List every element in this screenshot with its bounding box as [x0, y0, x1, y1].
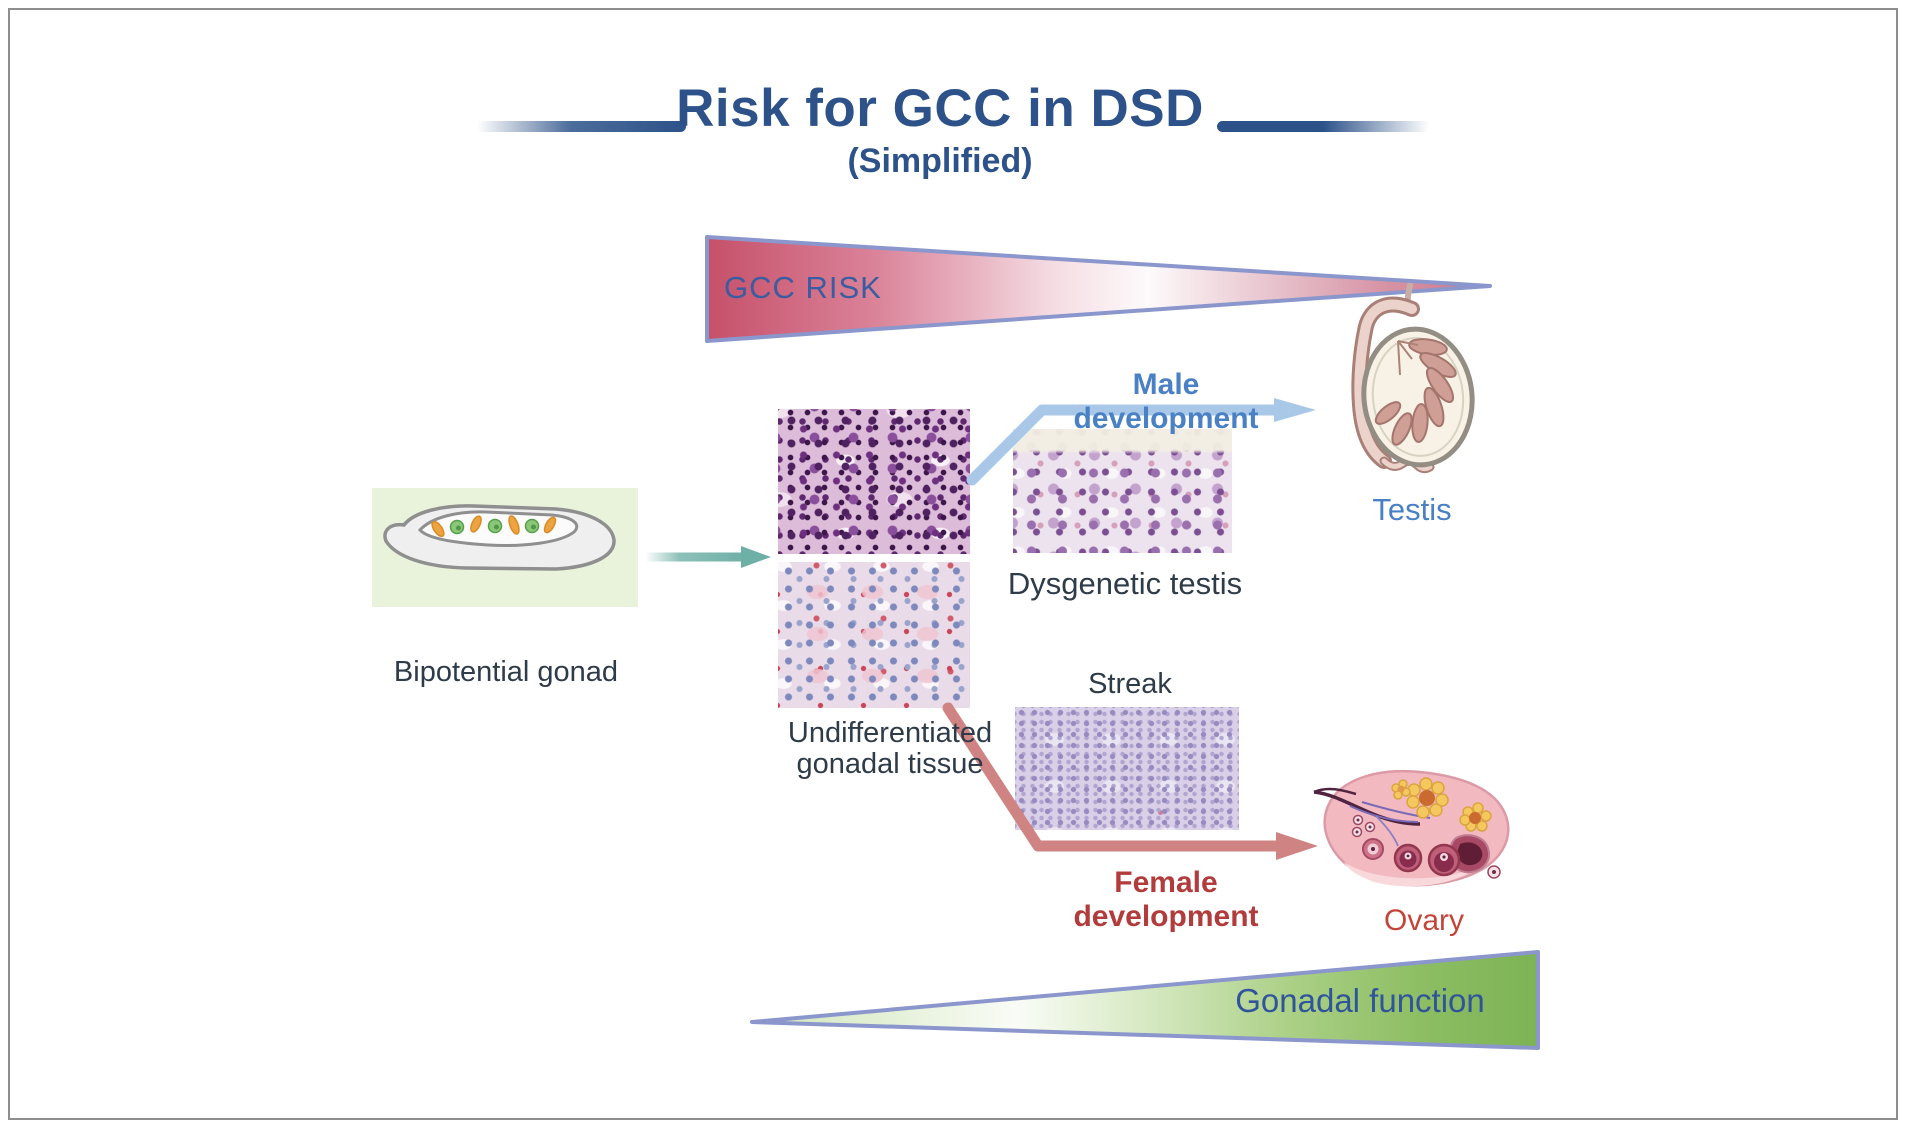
germ-cells [431, 515, 557, 538]
undifferentiated-label-line2: gonadal tissue [796, 748, 984, 780]
ovary-lower-lip [1344, 862, 1478, 887]
male-development-label: Male development [1073, 368, 1259, 435]
male-arrowhead [1274, 398, 1316, 422]
follicles [1351, 814, 1501, 879]
corpus-luteum-yellow [1391, 777, 1492, 832]
female-arrowhead [1276, 832, 1318, 860]
rete-testis-lines [1397, 340, 1419, 376]
gonadal-function-gradient-wedge [750, 950, 1540, 1050]
undifferentiated-tissue-image-bottom [778, 562, 970, 708]
gcc-risk-label: GCC RISK [724, 270, 882, 305]
gonadal-function-label: Gonadal function [1235, 982, 1485, 1019]
ovary-label: Ovary [1383, 904, 1464, 937]
dysgenetic-testis-image [1013, 429, 1232, 553]
bipotential-gonad-label: Bipotential gonad [393, 656, 619, 688]
undifferentiated-label-line1: Undifferentiated [787, 717, 993, 749]
streak-gonad-image [1015, 707, 1239, 830]
page-subtitle: (Simplified) [847, 142, 1033, 180]
page-title: Risk for GCC in DSD [676, 79, 1204, 138]
testis-label: Testis [1372, 492, 1452, 527]
gcc-risk-wedge-shape [705, 235, 1492, 343]
epididymis [1354, 299, 1417, 466]
title-decor-line-left [477, 121, 686, 132]
gonadal-function-wedge-shape [750, 950, 1540, 1050]
undifferentiated-tissue-image-top [778, 409, 970, 554]
female-development-arrow [942, 702, 1318, 860]
ovary-illustration [1313, 769, 1510, 887]
dysgenetic-testis-label: Dysgenetic testis [1007, 566, 1243, 601]
gcc-risk-gradient-wedge [705, 235, 1492, 343]
bipotential-to-undifferentiated-arrow [647, 546, 771, 568]
bipotential-gonad-illustration [383, 504, 616, 571]
seminiferous-lobules [1374, 338, 1457, 446]
male-development-arrow [966, 398, 1316, 486]
testis-illustration [1351, 283, 1475, 474]
streak-label: Streak [1088, 668, 1172, 700]
teal-arrowhead [741, 546, 771, 568]
female-development-label: Female development [1073, 866, 1259, 933]
title-decor-line-right [1217, 121, 1429, 132]
